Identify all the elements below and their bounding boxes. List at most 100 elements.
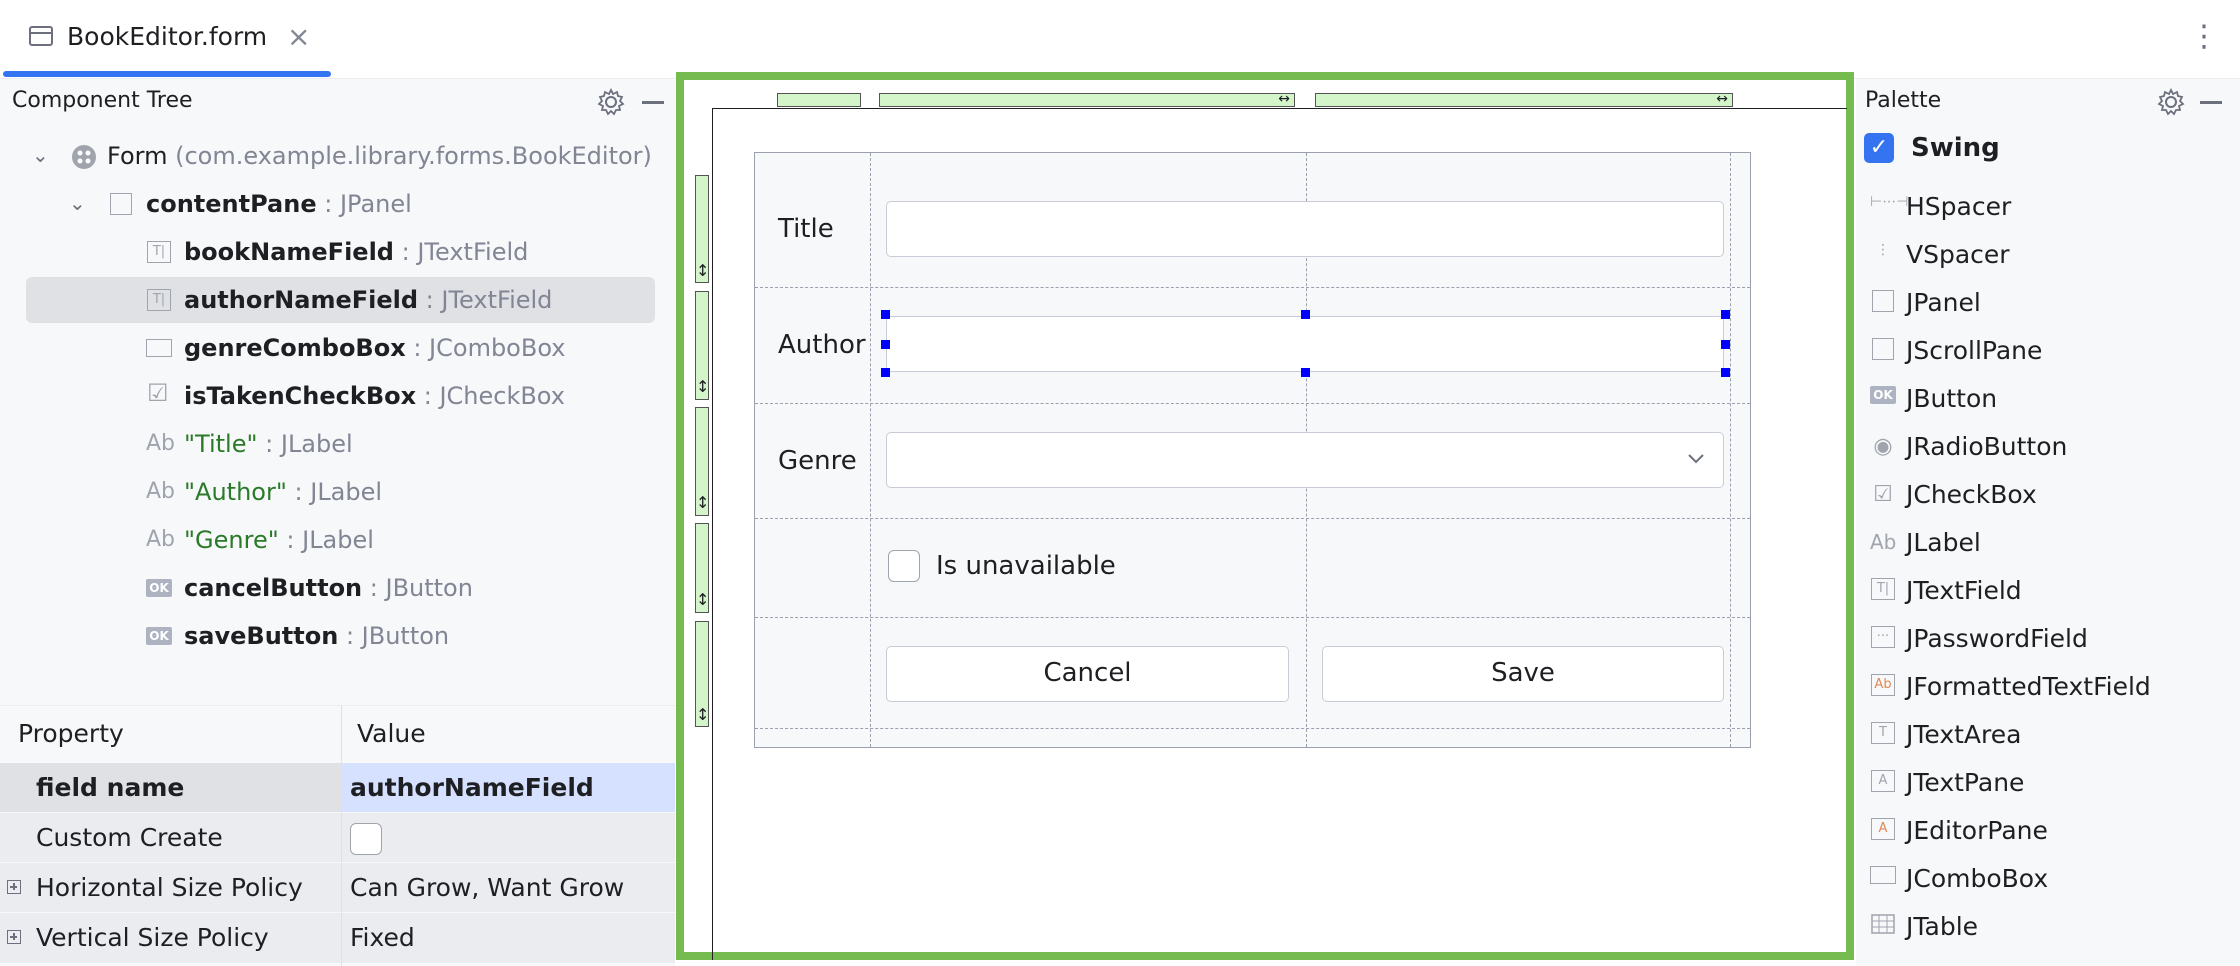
property-column-header: Property: [18, 719, 124, 748]
resize-handle[interactable]: [1301, 310, 1310, 319]
row-marker[interactable]: ↕: [695, 621, 709, 727]
column-marker[interactable]: ↔: [1315, 92, 1733, 107]
tree-item-authornamefield[interactable]: T| authorNameField : JTextField: [26, 277, 655, 323]
resize-handle[interactable]: [881, 310, 890, 319]
tree-item-title-label[interactable]: Ab "Title" : JLabel: [0, 421, 675, 467]
palette-item-label: JLabel: [1906, 528, 1981, 557]
property-value[interactable]: Fixed: [350, 923, 415, 952]
tree-item-type: : JLabel: [286, 478, 383, 506]
genre-label[interactable]: Genre: [778, 446, 857, 476]
property-name: Custom Create: [36, 823, 223, 852]
custom-create-checkbox[interactable]: [350, 823, 382, 855]
tree-item-type: (com.example.library.forms.BookEditor): [167, 142, 652, 170]
tree-item-cancelbutton[interactable]: OK cancelButton : JButton: [0, 565, 675, 611]
palette-panel: [1856, 79, 2240, 966]
button-icon: OK: [146, 627, 172, 645]
save-button[interactable]: Save: [1322, 646, 1724, 702]
resize-handle[interactable]: [881, 368, 890, 377]
close-icon[interactable]: ×: [287, 20, 311, 53]
palette-item-label: JScrollPane: [1906, 336, 2043, 365]
author-name-field[interactable]: [886, 316, 1724, 372]
chevron-down-icon[interactable]: ⌄: [69, 191, 86, 215]
grid-line: [755, 728, 1750, 729]
palette-item-label: JTable: [1906, 912, 1979, 941]
swing-group-checkbox[interactable]: ✓: [1864, 133, 1894, 163]
property-row-custom-create[interactable]: Custom Create: [0, 812, 675, 863]
column-marker[interactable]: [777, 93, 861, 107]
genre-combo-box[interactable]: [886, 432, 1724, 488]
palette-item-label: JPasswordField: [1906, 624, 2088, 653]
tab-bookeditor-form[interactable]: BookEditor.form ×: [0, 0, 331, 78]
tree-item-form[interactable]: ⌄ Form (com.example.library.forms.BookEd…: [0, 133, 675, 179]
label-icon: Ab: [146, 431, 176, 456]
palette-item-label: JEditorPane: [1906, 816, 2048, 845]
minimize-icon[interactable]: [642, 101, 664, 104]
expand-icon[interactable]: [7, 880, 21, 894]
minimize-icon[interactable]: [2200, 101, 2222, 104]
gear-icon[interactable]: [597, 88, 625, 116]
tree-item-savebutton[interactable]: OK saveButton : JButton: [0, 613, 675, 659]
vspacer-icon: ⋮: [1876, 242, 1890, 258]
property-row-field-name[interactable]: field name authorNameField: [0, 762, 675, 813]
property-name: Horizontal Size Policy: [36, 873, 303, 902]
tree-item-type: : JLabel: [257, 430, 353, 458]
tree-item-author-label[interactable]: Ab "Author" : JLabel: [0, 469, 675, 515]
chevron-down-icon[interactable]: ⌄: [32, 143, 49, 167]
tree-item-booknamefield[interactable]: T| bookNameField : JTextField: [0, 229, 675, 275]
row-marker[interactable]: ↕: [695, 523, 709, 613]
resize-handle[interactable]: [881, 340, 890, 349]
resize-handle[interactable]: [1721, 368, 1730, 377]
tree-item-istakencheckbox[interactable]: ☑ isTakenCheckBox : JCheckBox: [0, 373, 675, 419]
password-field-icon: ···: [1870, 626, 1896, 650]
row-marker[interactable]: ↕: [695, 175, 709, 283]
expand-icon[interactable]: [7, 930, 21, 944]
tree-item-name: contentPane: [146, 190, 317, 218]
grid-line: [755, 617, 1750, 618]
resize-handle[interactable]: [1721, 310, 1730, 319]
gear-icon[interactable]: [2157, 88, 2185, 116]
editorpane-icon: A: [1870, 818, 1896, 842]
property-value[interactable]: Can Grow, Want Grow: [350, 873, 625, 902]
property-table-header: Property Value: [0, 705, 675, 756]
column-marker[interactable]: ↔: [879, 92, 1295, 107]
property-value[interactable]: authorNameField: [342, 763, 675, 813]
palette-group-label[interactable]: Swing: [1911, 133, 2000, 163]
tree-item-type: : JButton: [362, 574, 473, 602]
title-label[interactable]: Title: [778, 214, 834, 244]
resize-handle[interactable]: [1721, 340, 1730, 349]
resize-handle[interactable]: [1301, 368, 1310, 377]
more-options-icon[interactable]: ⋮: [2189, 19, 2219, 54]
table-icon: [1870, 914, 1896, 938]
palette-item-label: HSpacer: [1906, 192, 2012, 221]
radio-icon: ◉: [1873, 434, 1893, 459]
component-tree-title: Component Tree: [12, 88, 193, 113]
tree-item-genre-label[interactable]: Ab "Genre" : JLabel: [0, 517, 675, 563]
row-marker[interactable]: ↕: [695, 407, 709, 516]
palette-item-label: JPanel: [1906, 288, 1981, 317]
palette-item-label: JComboBox: [1906, 864, 2049, 893]
author-label[interactable]: Author: [778, 330, 866, 360]
tree-item-genrecombobox[interactable]: genreComboBox : JComboBox: [0, 325, 675, 371]
tree-item-contentpane[interactable]: ⌄ contentPane : JPanel: [0, 181, 675, 227]
panel-icon: [1870, 290, 1896, 314]
property-row-horizontal-size-policy[interactable]: Horizontal Size Policy Can Grow, Want Gr…: [0, 862, 675, 913]
tree-item-name: "Genre": [184, 526, 279, 554]
textfield-icon: T|: [1870, 578, 1896, 602]
palette-item-label: JRadioButton: [1906, 432, 2068, 461]
is-taken-checkbox[interactable]: [888, 550, 920, 582]
property-row-vertical-size-policy[interactable]: Vertical Size Policy Fixed: [0, 912, 675, 963]
active-tab-indicator: [3, 71, 331, 77]
hspacer-icon: ⊢⋯⊣: [1870, 194, 1909, 210]
formatted-field-icon: Ab: [1870, 674, 1896, 698]
checkbox-icon: ☑: [1873, 482, 1893, 507]
tree-item-type: : JPanel: [316, 190, 412, 218]
palette-item-label: JButton: [1906, 384, 1998, 413]
tree-item-type: : JTextField: [394, 238, 529, 266]
book-name-field[interactable]: [886, 201, 1724, 257]
textfield-icon: T|: [147, 241, 171, 263]
cancel-button[interactable]: Cancel: [886, 646, 1289, 702]
label-icon: Ab: [146, 527, 176, 552]
tree-item-type: : JCheckBox: [416, 382, 565, 410]
row-marker[interactable]: ↕: [695, 291, 709, 400]
palette-item-label: JTextField: [1906, 576, 2022, 605]
